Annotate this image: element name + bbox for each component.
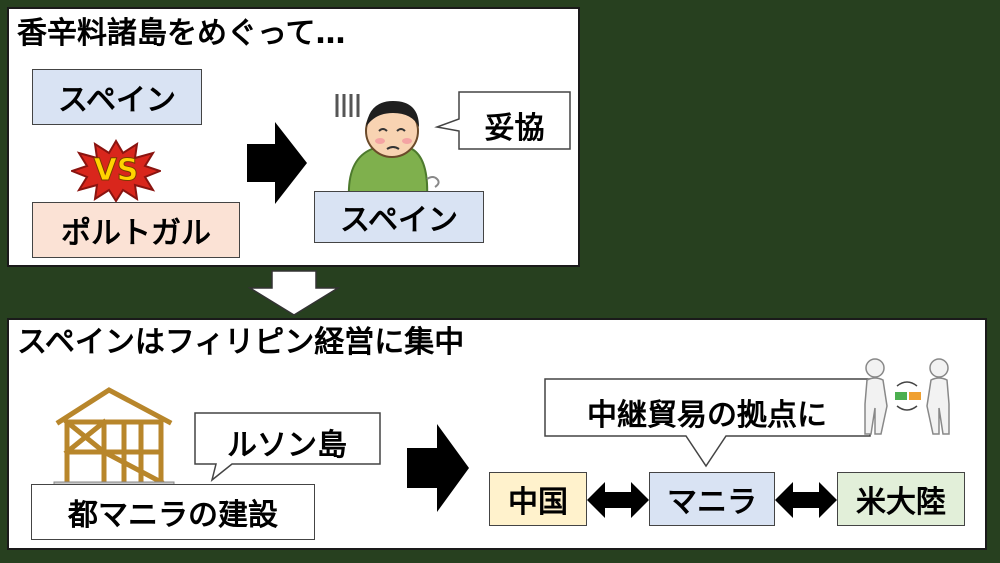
bottom-panel: スペインはフィリピン経営に集中 ルソン島 都マニラの [7,318,987,550]
manila-box: マニラ [649,472,775,526]
americas-box: 米大陸 [837,472,965,526]
bottom-title: スペインはフィリピン経営に集中 [17,325,465,360]
china-box: 中国 [489,472,587,526]
compromise-label: 妥協 [484,111,545,146]
down-arrow-icon [248,270,340,316]
vs-burst-icon: VS [71,139,161,203]
right-arrow-icon [247,122,309,204]
spain-box-2: スペイン [314,191,484,243]
vs-label: VS [93,153,139,189]
hub-label: 中継貿易の拠点に [587,398,827,433]
double-arrow-icon [587,480,649,520]
house-frame-icon [49,382,179,492]
dejected-person-icon [327,89,447,199]
spain-box: スペイン [32,69,202,125]
top-title: 香辛料諸島をめぐって… [17,16,346,51]
double-arrow-icon-2 [775,480,837,520]
right-arrow-icon-2 [407,424,471,512]
trading-people-icon [857,356,957,436]
top-panel: 香辛料諸島をめぐって… スペイン VS ポルトガル [7,7,580,267]
luzon-label: ルソン島 [227,428,347,463]
portugal-box: ポルトガル [32,202,240,258]
manila-city-box: 都マニラの建設 [31,484,315,540]
